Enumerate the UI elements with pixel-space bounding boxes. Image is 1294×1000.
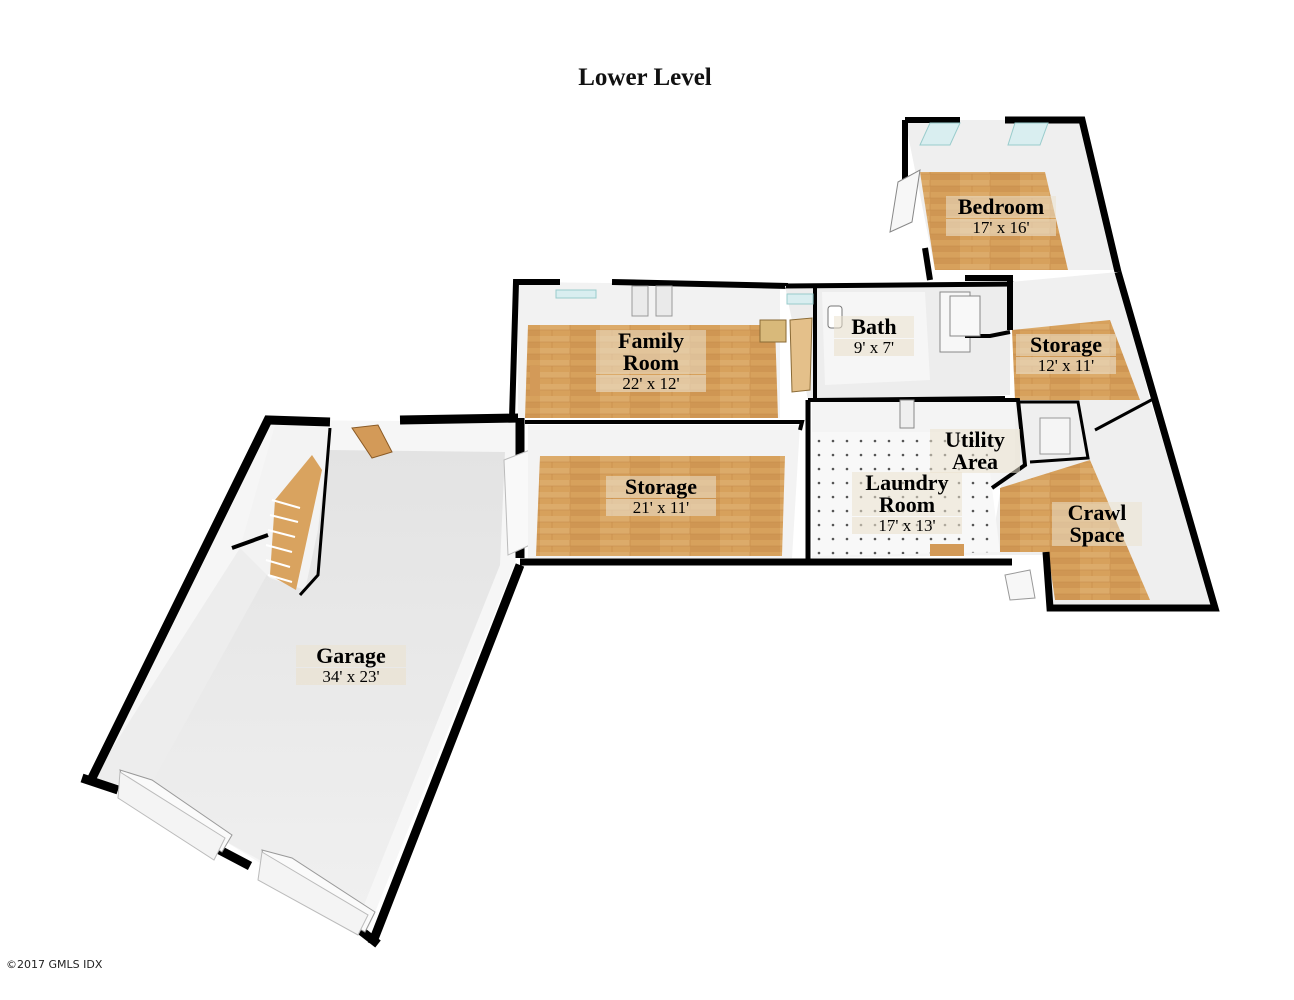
room-name: Storage (606, 476, 716, 498)
room-name-line1: Utility (930, 429, 1020, 451)
room-dimensions: 21' x 11' (606, 499, 716, 516)
room-name: Storage (1016, 334, 1116, 356)
room-dimensions: 9' x 7' (834, 339, 914, 356)
room-label-family-room: Family Room 22' x 12' (596, 330, 706, 392)
room-name-line1: Laundry (852, 472, 962, 494)
copyright-notice: ©2017 GMLS IDX (6, 958, 103, 971)
room-name-line2: Room (852, 494, 962, 516)
room-name-line2: Space (1052, 524, 1142, 546)
room-label-bath: Bath 9' x 7' (834, 316, 914, 356)
room-dimensions: 12' x 11' (1016, 357, 1116, 374)
room-label-laundry-room: Laundry Room 17' x 13' (852, 472, 962, 534)
garage-door-left (117, 769, 233, 861)
room-name: Bedroom (946, 196, 1056, 218)
room-name-line2: Room (596, 352, 706, 374)
room-name-line1: Crawl (1052, 502, 1142, 524)
room-name: Bath (834, 316, 914, 338)
room-dimensions: 34' x 23' (296, 668, 406, 685)
garage-door-right (257, 849, 376, 936)
room-dimensions: 22' x 12' (596, 375, 706, 392)
room-label-bedroom: Bedroom 17' x 16' (946, 196, 1056, 236)
room-label-garage: Garage 34' x 23' (296, 645, 406, 685)
room-name-line2: Area (930, 451, 1020, 473)
bedroom-door (889, 169, 921, 233)
room-name-line1: Family (596, 330, 706, 352)
room-dimensions: 17' x 13' (852, 517, 962, 534)
garage-side-door (503, 449, 531, 556)
stairs (231, 425, 332, 597)
room-name: Garage (296, 645, 406, 667)
room-label-crawl-space: Crawl Space (1052, 502, 1142, 546)
room-label-storage-center: Storage 21' x 11' (606, 476, 716, 516)
room-label-storage-right: Storage 12' x 11' (1016, 334, 1116, 374)
garage-entry-door (351, 424, 393, 459)
room-dimensions: 17' x 16' (946, 219, 1056, 236)
room-label-utility-area: Utility Area (930, 429, 1020, 473)
plan-title: Lower Level (578, 64, 712, 91)
